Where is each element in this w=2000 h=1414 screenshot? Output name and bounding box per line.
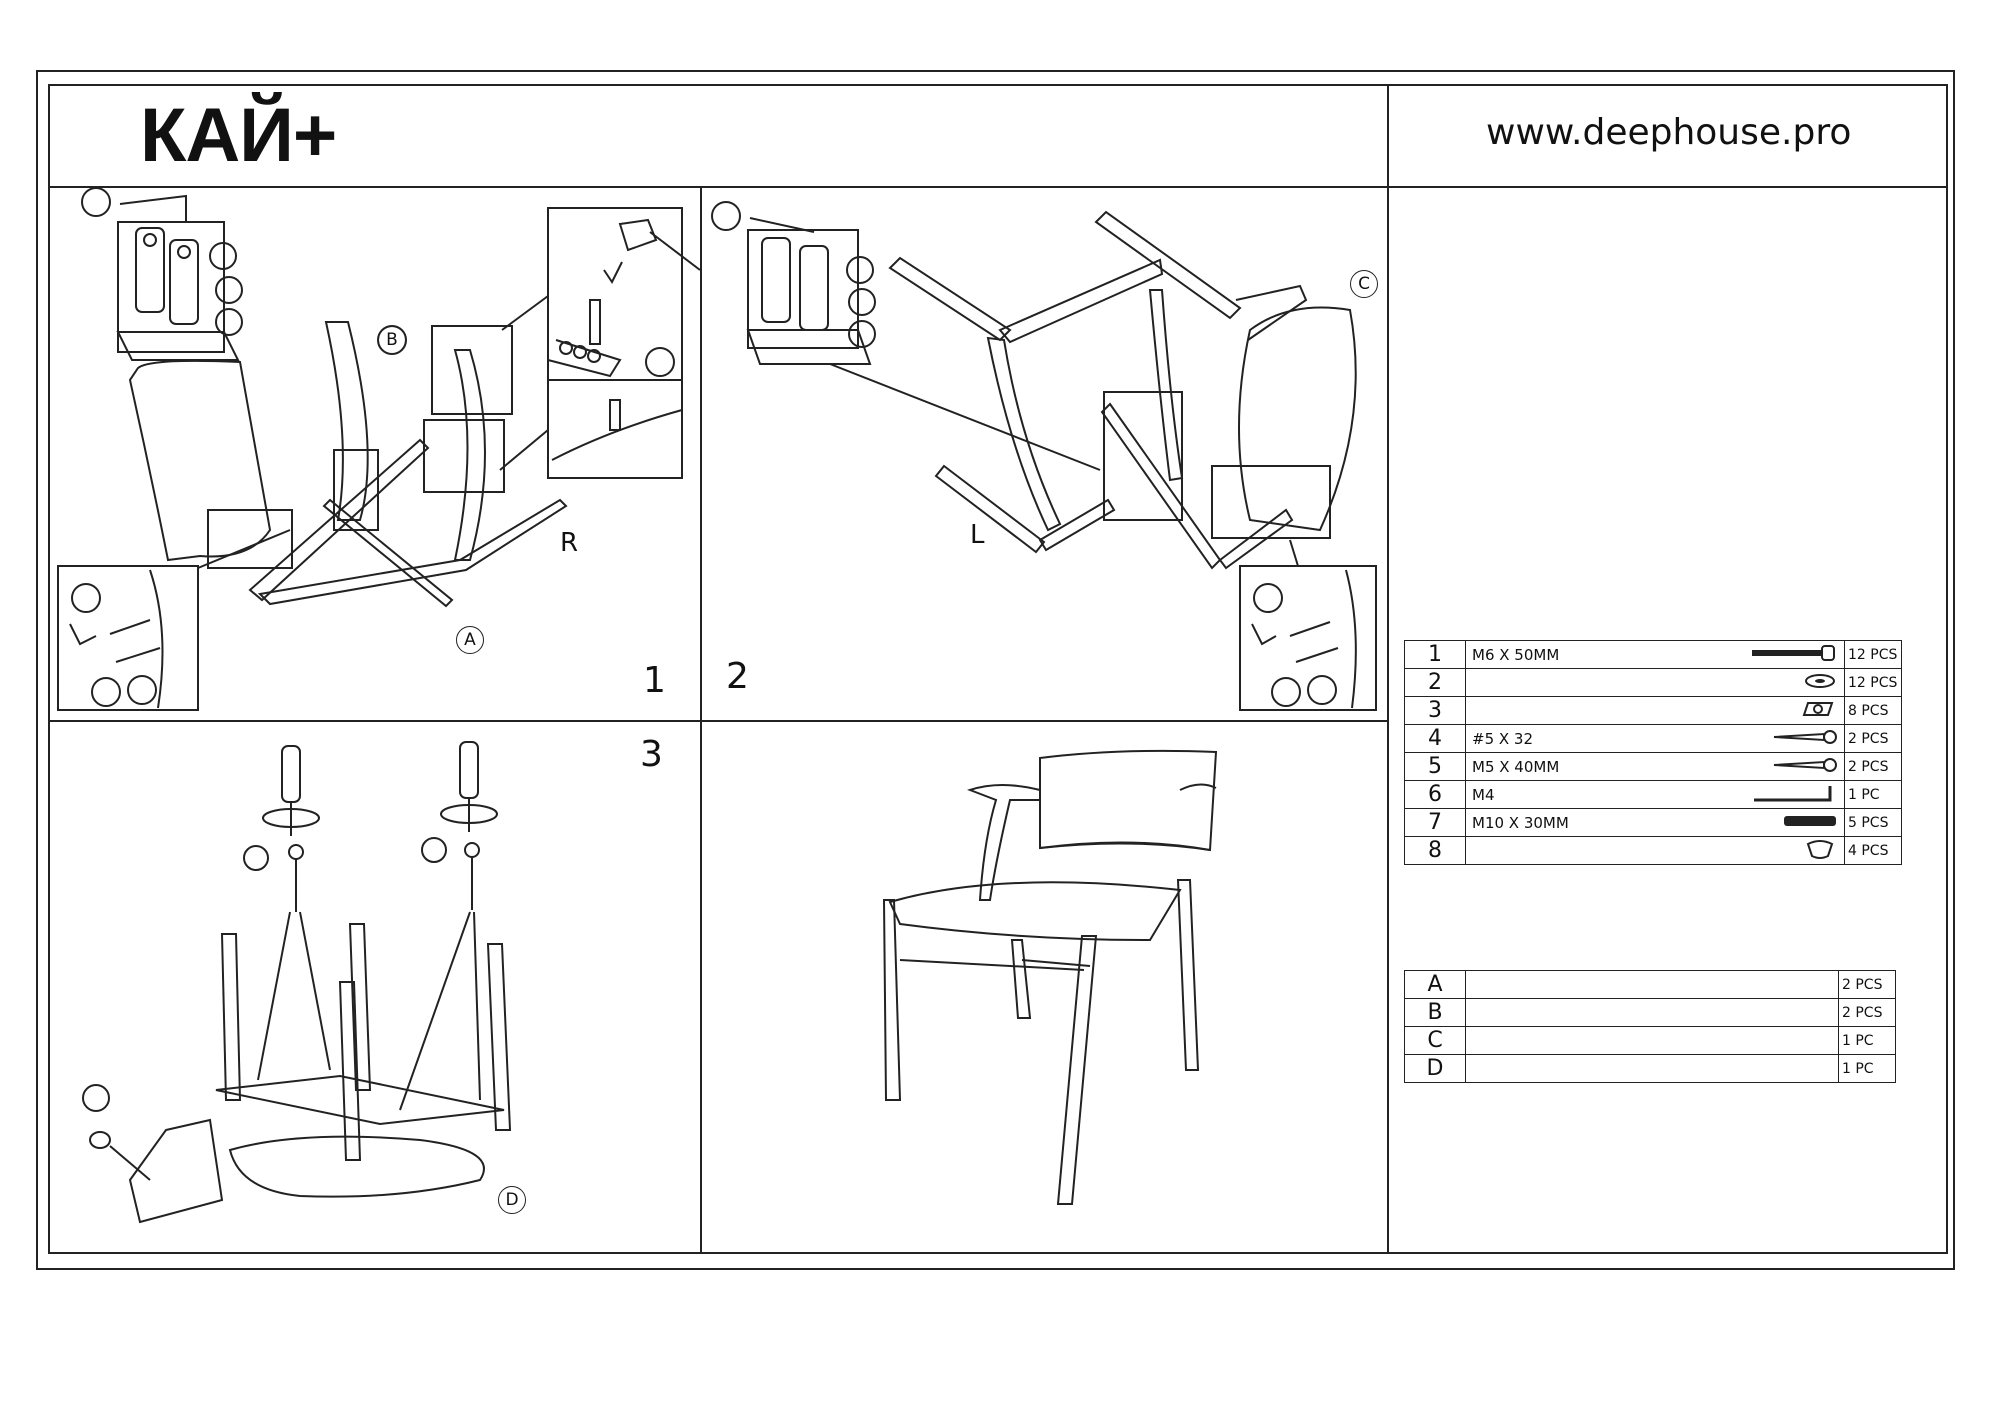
component-quantity: 1 PC [1838, 1026, 1896, 1055]
hardware-quantity: 5 PCS [1844, 808, 1902, 837]
component-row: A 2 PCS [1404, 970, 1896, 999]
components-table: A 2 PCS B 2 PCS C 1 PC D 1 PC [1404, 970, 1896, 1083]
hardware-number: 7 [1404, 808, 1466, 837]
hardware-description: M6 X 50MM [1465, 640, 1742, 669]
callout-d: D [498, 1186, 526, 1214]
component-letter: A [1404, 970, 1466, 999]
column-divider-right [1387, 84, 1389, 1254]
hardware-description: #5 X 32 [1465, 724, 1742, 753]
hardware-quantity: 1 PC [1844, 780, 1902, 809]
step1-dowel-inset [548, 208, 682, 478]
hardware-quantity: 8 PCS [1844, 696, 1902, 725]
step2-bolt-inset [1240, 566, 1376, 710]
hardware-number: 8 [1404, 836, 1466, 865]
component-quantity: 2 PCS [1838, 998, 1896, 1027]
component-quantity: 1 PC [1838, 1054, 1896, 1083]
component-row: C 1 PC [1404, 1026, 1896, 1055]
hardware-number: 5 [1404, 752, 1466, 781]
hardware-description: M5 X 40MM [1465, 752, 1742, 781]
allen-key-icon [1750, 782, 1840, 808]
screw-icon [1770, 728, 1840, 750]
step2-illustration [712, 202, 1376, 710]
callout-a: A [456, 626, 484, 654]
hardware-row: 4#5 X 32 2 PCS [1404, 724, 1902, 753]
washer-icon [1800, 672, 1840, 694]
hardware-number: 4 [1404, 724, 1466, 753]
step3-illustration [83, 742, 510, 1222]
hardware-quantity: 2 PCS [1844, 752, 1902, 781]
hardware-row: 8 4 PCS [1404, 836, 1902, 865]
label-l: L [970, 520, 985, 550]
hardware-number: 6 [1404, 780, 1466, 809]
component-row: D 1 PC [1404, 1054, 1896, 1083]
component-description [1465, 998, 1839, 1027]
hardware-quantity: 4 PCS [1844, 836, 1902, 865]
bolt-icon [1750, 644, 1840, 666]
component-letter: D [1404, 1054, 1466, 1083]
hardware-row: 3 8 PCS [1404, 696, 1902, 725]
nut-icon [1800, 700, 1840, 722]
component-description [1465, 1026, 1839, 1055]
screw-icon [1770, 756, 1840, 778]
label-r: R [560, 528, 579, 558]
component-letter: B [1404, 998, 1466, 1027]
component-row: B 2 PCS [1404, 998, 1896, 1027]
component-description [1465, 1054, 1839, 1083]
finished-chair-illustration [884, 751, 1216, 1204]
website-url: www.deephouse.pro [1486, 112, 1852, 153]
hardware-description [1465, 668, 1742, 697]
hardware-number: 2 [1404, 668, 1466, 697]
foot-pad-icon [1800, 838, 1840, 864]
step1-hardware-inset [118, 222, 224, 352]
hardware-number: 1 [1404, 640, 1466, 669]
dowel-icon [1780, 812, 1840, 834]
hardware-quantity: 12 PCS [1844, 640, 1902, 669]
component-description [1465, 970, 1839, 999]
row-divider [48, 720, 1388, 722]
component-letter: C [1404, 1026, 1466, 1055]
hardware-description: M10 X 30MM [1465, 808, 1742, 837]
outer-frame [36, 70, 1955, 1270]
hardware-quantity: 12 PCS [1844, 668, 1902, 697]
inner-frame [48, 84, 1948, 1254]
step-number-2: 2 [726, 656, 749, 697]
column-divider-middle [700, 186, 702, 1254]
hardware-quantity: 2 PCS [1844, 724, 1902, 753]
hardware-description: M4 [1465, 780, 1742, 809]
hardware-number: 3 [1404, 696, 1466, 725]
hardware-description [1465, 696, 1742, 725]
hardware-description [1465, 836, 1742, 865]
step1-illustration [58, 188, 700, 710]
component-quantity: 2 PCS [1838, 970, 1896, 999]
header-divider [48, 186, 1948, 188]
step-number-1: 1 [643, 660, 666, 701]
product-title: КАЙ+ [140, 93, 337, 178]
step-number-3: 3 [640, 734, 663, 775]
hardware-row: 2 12 PCS [1404, 668, 1902, 697]
callout-c: C [1350, 270, 1378, 298]
step1-bolt-inset [58, 566, 198, 710]
